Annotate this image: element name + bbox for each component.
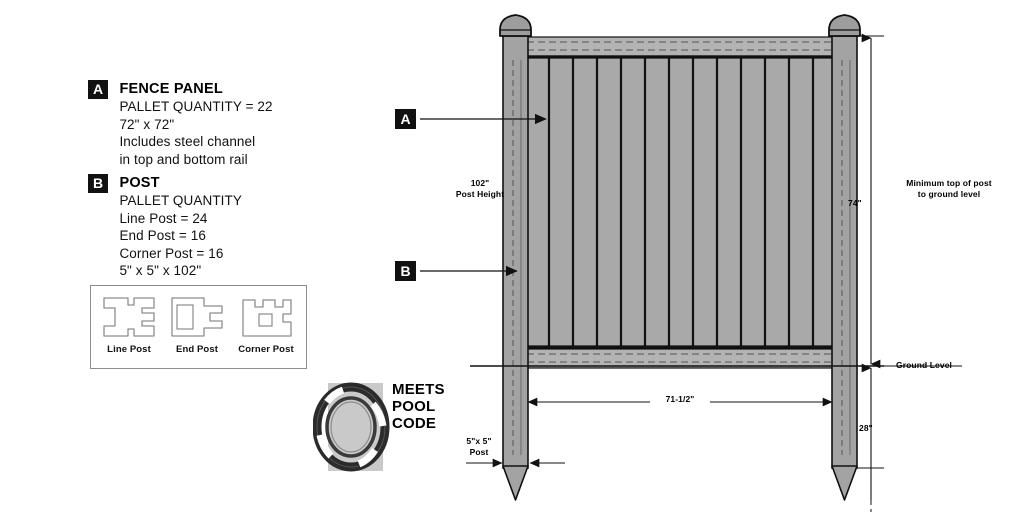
top-rail — [521, 36, 839, 59]
legend-line-b-3: Corner Post = 16 — [119, 245, 224, 261]
pool-code-line-1: MEETS — [392, 381, 445, 398]
fence-panel-graphic — [521, 36, 839, 369]
legend-line-a-3: in top and bottom rail — [119, 151, 248, 167]
left-post-graphic — [499, 14, 532, 501]
pool-code-line-3: CODE — [392, 415, 437, 432]
legend-title-fence-panel: FENCE PANEL — [119, 81, 223, 97]
legend-tag-b: B — [88, 174, 108, 193]
legend-line-b-1: Line Post = 24 — [119, 210, 208, 226]
right-dimension-chain — [857, 33, 884, 512]
life-ring-icon — [313, 382, 390, 472]
legend-line-a-1: 72" x 72" — [119, 116, 175, 132]
legend-item-fence-panel-text: FENCE PANEL PALLET QUANTITY = 22 72" x 7… — [119, 80, 272, 168]
ground-level-label: Ground Level — [896, 360, 952, 370]
legend-title-post: POST — [119, 175, 160, 191]
profile-end-post: End Post — [165, 292, 229, 364]
below-ground-value: 28" — [859, 423, 873, 433]
legend-item-post-text: POST PALLET QUANTITY Line Post = 24 End … — [119, 174, 242, 280]
legend-tag-a: A — [88, 80, 108, 99]
pool-code-line-2: POOL — [392, 398, 436, 415]
pool-code-text: MEETS POOL CODE — [392, 381, 445, 432]
legend-line-b-4: 5" x 5" x 102" — [119, 263, 202, 278]
above-ground-label: Minimum top of post to ground level — [884, 178, 1014, 200]
bottom-rail — [521, 345, 839, 369]
post-height-label: Post Height — [455, 189, 505, 199]
post-size-line-1: 5"x 5" — [466, 436, 492, 446]
line-post-icon — [103, 297, 155, 337]
callout-marker-b: B — [395, 261, 416, 281]
above-ground-label-line-1: Minimum top of post — [906, 178, 992, 188]
post-height-dimension: 102" Post Height — [450, 178, 510, 200]
above-ground-value: 74" — [848, 198, 862, 208]
pool-code-badge — [313, 378, 390, 473]
post-size-callout: 5"x 5" Post — [455, 436, 503, 458]
legend-item-post: B POST PALLET QUANTITY Line Post = 24 En… — [88, 174, 378, 280]
legend-line-a-2: Includes steel channel — [119, 134, 256, 149]
picket-lines — [547, 52, 815, 360]
profile-corner-post: Corner Post — [234, 292, 298, 364]
profile-line-post: Line Post — [97, 292, 161, 364]
above-ground-label-line-2: to ground level — [917, 189, 981, 199]
corner-post-icon — [242, 299, 292, 337]
profile-label-line-post: Line Post — [107, 344, 151, 355]
post-height-value: 102" — [470, 178, 490, 188]
post-size-line-2: Post — [469, 447, 489, 457]
right-post-graphic — [828, 14, 861, 501]
legend: A FENCE PANEL PALLET QUANTITY = 22 72" x… — [88, 80, 378, 286]
end-post-icon — [171, 297, 223, 337]
legend-item-fence-panel: A FENCE PANEL PALLET QUANTITY = 22 72" x… — [88, 80, 378, 168]
callout-marker-a: A — [395, 109, 416, 129]
legend-line-b-0: PALLET QUANTITY — [119, 193, 242, 208]
panel-width-value: 71-1/2" — [650, 394, 710, 405]
post-profile-box: Line Post End Post Corner Post — [90, 285, 307, 369]
profile-label-end-post: End Post — [176, 344, 218, 355]
legend-line-b-2: End Post = 16 — [119, 228, 206, 243]
legend-line-a-0: PALLET QUANTITY = 22 — [119, 99, 273, 114]
profile-label-corner-post: Corner Post — [238, 344, 294, 355]
